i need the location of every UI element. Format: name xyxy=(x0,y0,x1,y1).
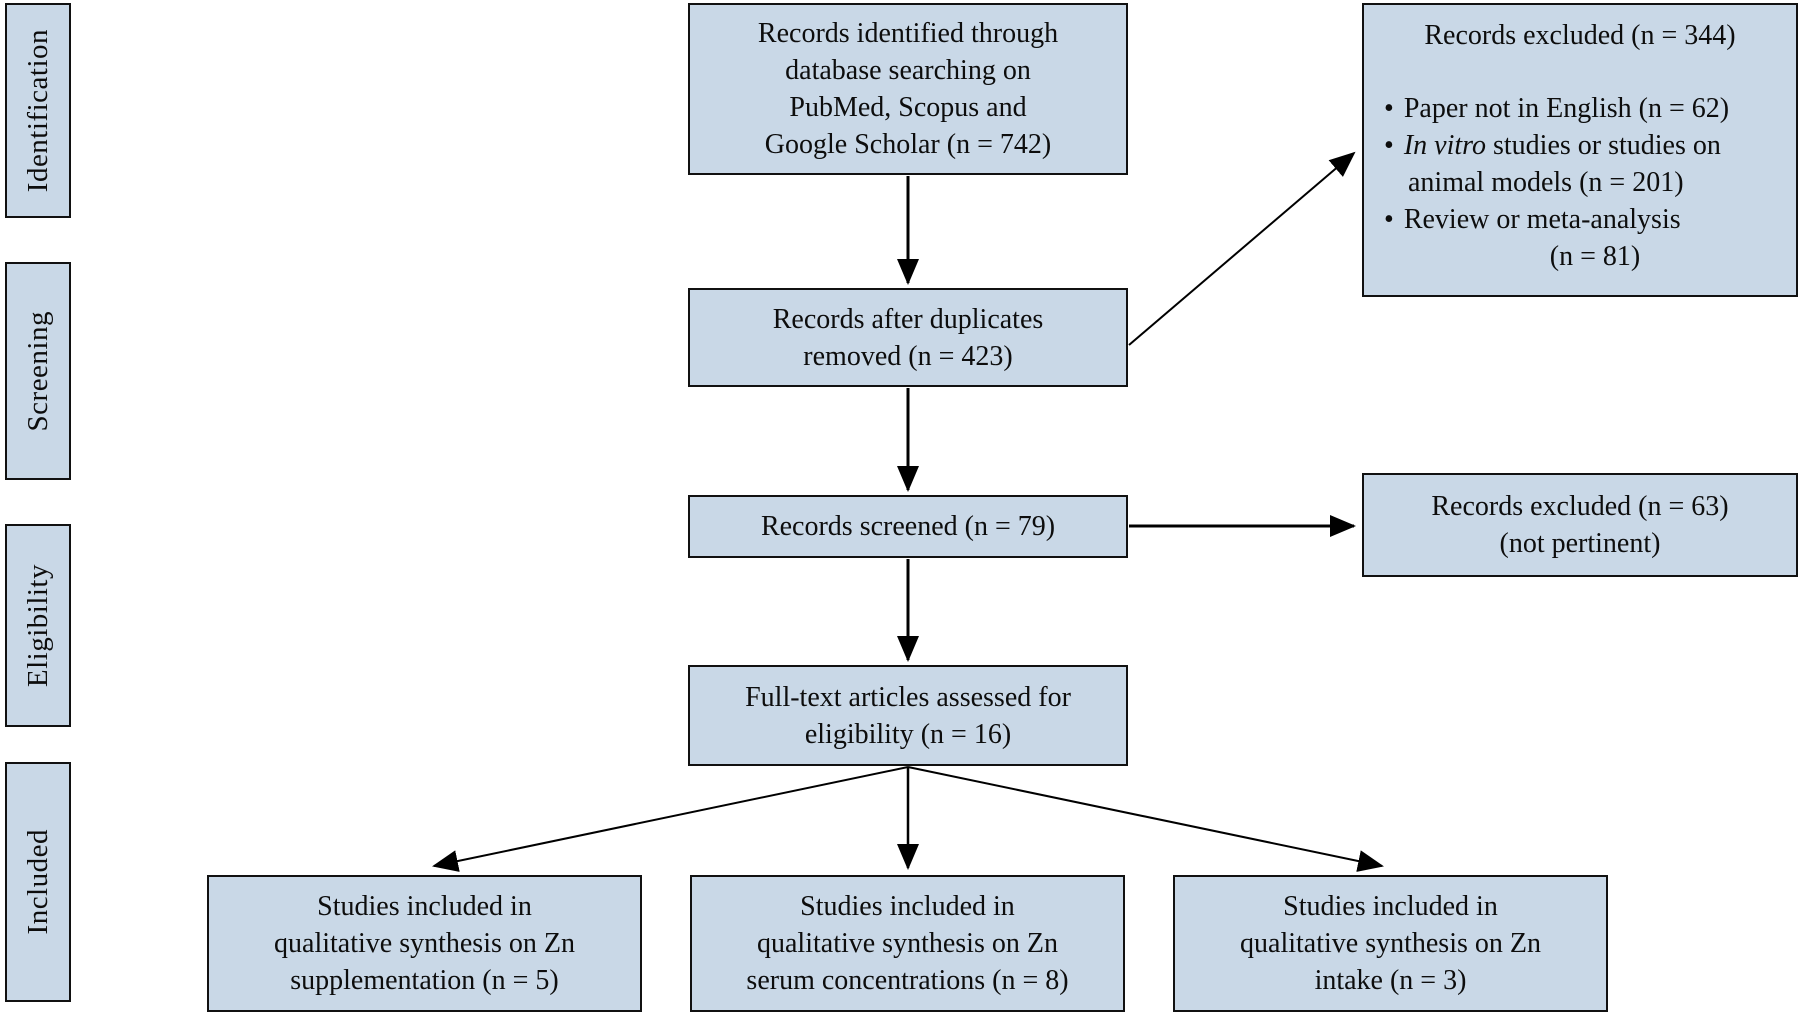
arrow-fulltext-to-supplementation xyxy=(432,766,909,872)
exclusion-reason-text: Review or meta-analysis xyxy=(1403,204,1681,235)
bullet-icon: • xyxy=(1384,204,1394,235)
stage-label-included: Included xyxy=(5,762,71,1002)
exclusion-reason-text: Paper not in English (n = 62) xyxy=(1403,93,1730,124)
flow-box-records-identified: Records identified through database sear… xyxy=(688,3,1128,175)
included-box-supplementation-text: Studies included in qualitative synthesi… xyxy=(274,891,575,996)
exclusion-reason-italic: In vitro xyxy=(1403,130,1486,161)
stage-label-screening: Screening xyxy=(5,262,71,480)
flow-box-duplicates-removed-text: Records after duplicates removed (n = 42… xyxy=(772,303,1044,372)
excluded-box-screening-title: Records excluded (n = 344) xyxy=(1424,20,1736,51)
stage-label-identification: Identification xyxy=(5,3,71,218)
included-box-supplementation: Studies included in qualitative synthesi… xyxy=(207,875,642,1012)
flow-box-records-screened: Records screened (n = 79) xyxy=(688,495,1128,558)
exclusion-reason-line2: (n = 81) xyxy=(1549,241,1641,272)
stage-label-identification-text: Identification xyxy=(21,28,54,193)
stage-label-included-text: Included xyxy=(21,829,54,935)
exclusion-reason-item: • Paper not in English (n = 62) xyxy=(1378,90,1782,127)
bullet-icon: • xyxy=(1384,93,1394,124)
flow-box-fulltext-assessed-text: Full-text articles assessed for eligibil… xyxy=(745,681,1071,750)
flow-box-records-screened-text: Records screened (n = 79) xyxy=(760,511,1056,542)
exclusion-reason-list: • Paper not in English (n = 62) • In vitro… xyxy=(1378,90,1782,275)
stage-label-screening-text: Screening xyxy=(21,310,54,432)
excluded-box-not-pertinent-text: Records excluded (n = 63) (not pertinent… xyxy=(1431,491,1729,559)
arrow-fulltext-to-intake xyxy=(907,766,1384,872)
included-box-intake: Studies included in qualitative synthesi… xyxy=(1173,875,1608,1012)
excluded-box-screening: Records excluded (n = 344) • Paper not in… xyxy=(1362,3,1798,297)
stage-label-eligibility: Eligibility xyxy=(5,524,71,727)
included-box-intake-text: Studies included in qualitative synthesi… xyxy=(1240,891,1541,996)
flow-box-duplicates-removed: Records after duplicates removed (n = 42… xyxy=(688,288,1128,387)
flow-box-records-identified-text: Records identified through database sear… xyxy=(757,18,1059,160)
arrow-duplicates-to-excluded xyxy=(1128,151,1356,346)
bullet-icon: • xyxy=(1384,130,1394,161)
excluded-box-not-pertinent: Records excluded (n = 63) (not pertinent… xyxy=(1362,473,1798,577)
stage-label-eligibility-text: Eligibility xyxy=(21,563,54,688)
exclusion-reason-item: • Review or meta-analysis (n = 81) xyxy=(1378,201,1782,275)
flow-box-fulltext-assessed: Full-text articles assessed for eligibil… xyxy=(688,665,1128,766)
exclusion-reason-text: studies or studies on animal models (n =… xyxy=(1408,130,1721,198)
included-box-serum-concentrations-text: Studies included in qualitative synthesi… xyxy=(746,891,1069,996)
included-box-serum-concentrations: Studies included in qualitative synthesi… xyxy=(690,875,1125,1012)
exclusion-reason-item: • In vitro studies or studies on animal m… xyxy=(1378,127,1782,201)
